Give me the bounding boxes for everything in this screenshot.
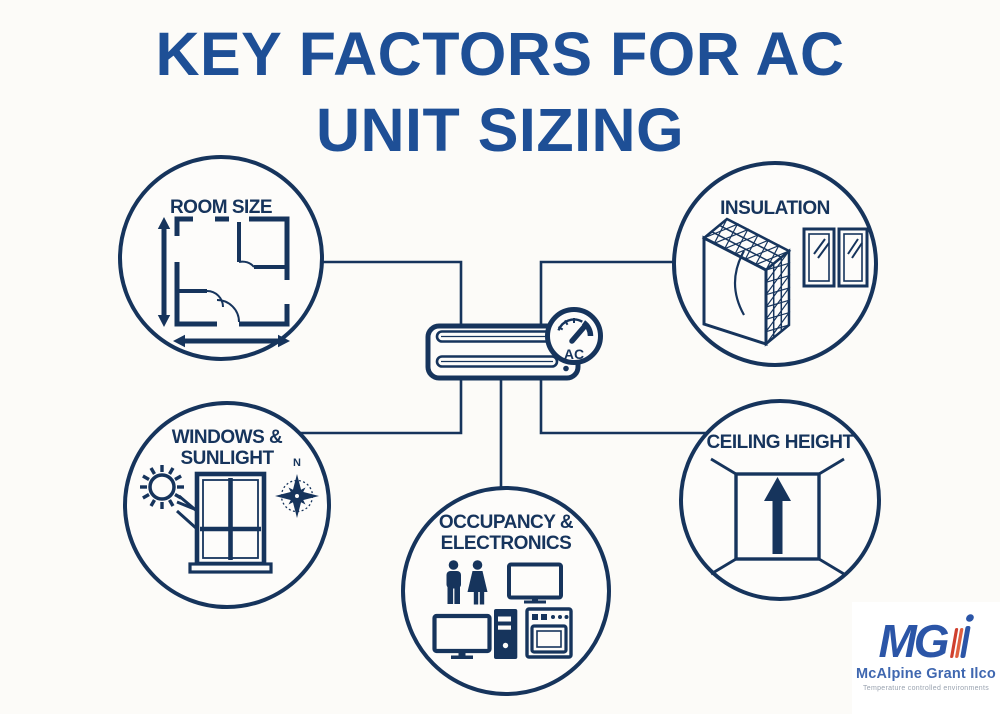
ac-unit-illustration: AC	[420, 300, 610, 385]
insulation-hatch	[703, 218, 791, 345]
stove-icon	[525, 607, 573, 659]
connector-room-size	[306, 260, 463, 332]
logo-wordmark: MG	[852, 612, 1000, 664]
insulation-label: INSULATION	[720, 198, 830, 219]
pc-tower-icon	[494, 609, 518, 659]
ceiling-height-label: CEILING HEIGHT	[706, 432, 854, 453]
ac-gauge-label: AC	[564, 346, 584, 362]
node-insulation: INSULATION	[672, 161, 878, 367]
logo-tagline: Temperature controlled environments	[862, 685, 990, 692]
room-perspective	[710, 457, 845, 576]
connector-windows-sunlight	[294, 372, 463, 435]
sun-icon	[140, 465, 184, 509]
tv-icon	[507, 562, 563, 604]
logo-company-name: McAlpine Grant Ilco	[856, 666, 996, 682]
logo-i-accent-icon	[949, 614, 974, 658]
floor-plan	[174, 216, 290, 327]
room-size-label: ROOM SIZE	[169, 197, 273, 218]
floor-plan-icon	[157, 216, 290, 348]
connector-ceiling-height	[539, 372, 712, 435]
height-arrow	[764, 477, 791, 554]
node-occupancy-electronics: OCCUPANCY & ELECTRONICS	[401, 486, 611, 696]
node-windows-sunlight: WINDOWS & SUNLIGHT	[123, 401, 331, 609]
compass-icon: N	[275, 457, 319, 518]
monitor-icon	[432, 613, 492, 659]
connector-insulation	[539, 260, 690, 332]
window-icon	[188, 471, 273, 574]
node-room-size: ROOM SIZE	[118, 155, 324, 361]
occupancy-electronics-label: OCCUPANCY & ELECTRONICS	[438, 512, 574, 554]
double-pane-windows	[802, 227, 869, 288]
node-ceiling-height: CEILING HEIGHT	[679, 399, 881, 601]
people-electronics-icon	[432, 560, 573, 659]
page-title-line1: KEY FACTORS FOR AC	[155, 20, 845, 88]
woman-icon	[467, 560, 488, 605]
windows-sunlight-label: WINDOWS & SUNLIGHT	[171, 427, 283, 469]
page-title-line2: UNIT SIZING	[315, 96, 685, 164]
logo-mg-letters: MG	[878, 615, 949, 667]
room-height-measure-arrow	[157, 217, 171, 327]
page-title: KEY FACTORS FOR AC UNIT SIZING	[0, 16, 1000, 168]
ac-unit-gauge-icon: AC	[425, 307, 603, 381]
room-height-arrow-icon	[710, 457, 845, 576]
company-logo: MG McAlpine Grant Ilco Temperature contr…	[852, 602, 1000, 714]
sun-window-compass-icon: N	[140, 457, 319, 574]
man-icon	[446, 560, 461, 604]
insulated-wall-block	[701, 217, 792, 347]
compass-north-label: N	[293, 457, 301, 469]
insulated-wall-icon	[701, 217, 869, 347]
room-width-measure-arrow	[173, 334, 290, 348]
ac-gauge: AC	[545, 307, 603, 365]
